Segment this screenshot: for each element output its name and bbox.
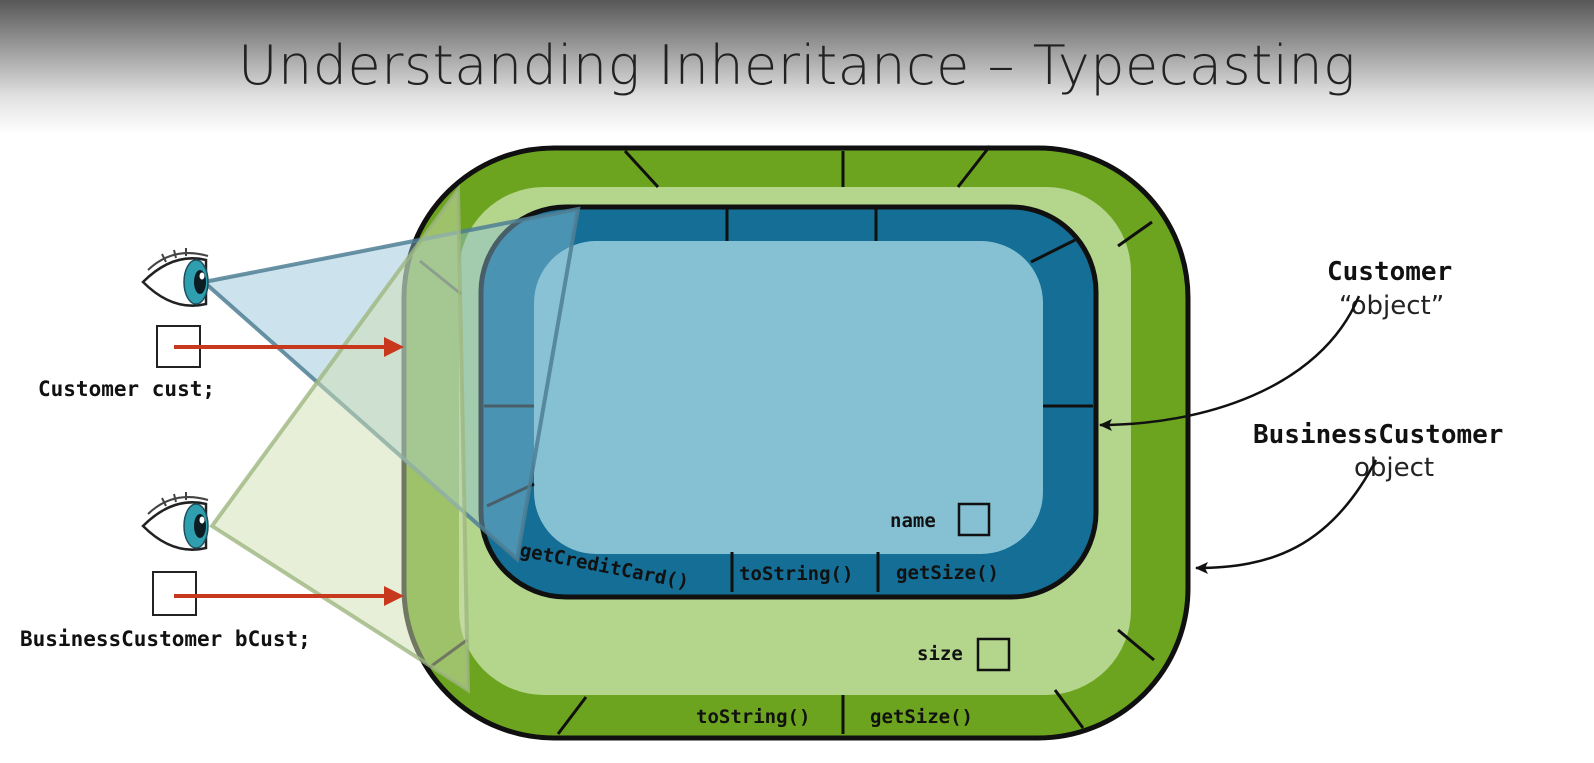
business-view-cone bbox=[209, 184, 471, 694]
size-field-label: size bbox=[917, 643, 963, 665]
title-banner bbox=[0, 0, 1594, 135]
business-reference-box bbox=[152, 571, 197, 616]
eye-icon bbox=[141, 492, 209, 551]
business-reference-label: BusinessCustomer bCust; bbox=[20, 627, 311, 651]
business-method-tostring: toString() bbox=[696, 706, 810, 728]
customer-method-getsize: getSize() bbox=[896, 562, 999, 584]
customer-reference-label: Customer cust; bbox=[38, 377, 215, 401]
size-field-box bbox=[976, 637, 1011, 672]
business-object-label: BusinessCustomer bbox=[1253, 420, 1503, 450]
customer-object-body bbox=[534, 241, 1043, 554]
customer-object-label: Customer bbox=[1327, 257, 1452, 287]
customer-reference-arrow bbox=[174, 337, 404, 357]
business-reference-arrow bbox=[174, 586, 404, 606]
business-method-getsize: getSize() bbox=[870, 706, 973, 728]
slide-title: Understanding Inheritance – Typecasting bbox=[238, 34, 1356, 97]
business-pointer-arrow bbox=[1195, 459, 1378, 574]
name-field-label: name bbox=[890, 510, 936, 532]
customer-pointer-arrow bbox=[1099, 295, 1361, 431]
customer-object-suffix: “object” bbox=[1339, 291, 1444, 321]
business-object-suffix: object bbox=[1354, 453, 1434, 483]
eye-icon bbox=[141, 248, 209, 307]
customer-segment-dividers bbox=[484, 209, 1093, 592]
name-field-box bbox=[957, 502, 991, 537]
customer-method-tostring: toString() bbox=[739, 563, 853, 585]
